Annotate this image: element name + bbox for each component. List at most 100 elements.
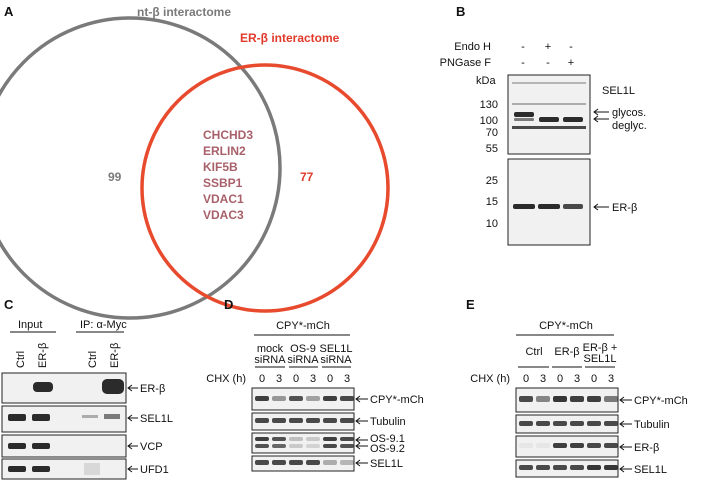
blot-c-vcp [1,434,127,458]
blot-band [553,396,567,402]
mw-markers-bottom: 25 15 10 [486,175,498,230]
time-label: 3 [276,373,282,385]
blot-band [604,396,618,402]
ip-header: IP: α-Myc [80,319,127,331]
target-label: ER-β [634,442,659,454]
blot-band [306,460,320,465]
time-label: 3 [344,373,350,385]
blot-band [570,396,584,402]
time-label: 0 [557,373,563,385]
arrow-icon [355,436,368,444]
blot-band [255,437,269,441]
blot-band [272,437,286,441]
bands-e [519,396,618,470]
blot-band [536,396,550,402]
blot-band [519,465,533,470]
group-label: siRNA [287,354,319,366]
arrow-icon [619,396,632,404]
group-label: ER-β + [583,342,618,354]
times-d: 0 3 0 3 0 3 [259,373,350,385]
blot-band [272,460,286,465]
venn-title-er-beta: ER-β interactome [240,31,340,45]
blot-band [570,421,584,426]
group-label: SEL1L [319,343,352,355]
mw-marker: 100 [480,115,498,127]
sign: - [521,57,525,69]
target-label: VCP [140,441,163,453]
blot-band [323,396,337,401]
overlap-protein: VDAC1 [203,192,244,206]
lane-label: Ctrl [87,351,99,368]
overlap-protein: VDAC3 [203,208,244,222]
blot-band [306,437,320,441]
venn-count-right: 77 [300,170,314,184]
blot-band [587,396,601,402]
mw-marker: 15 [486,196,498,208]
lane-label: Ctrl [15,351,27,368]
target-label: ER-β [140,383,165,395]
arrow-icon [619,443,632,451]
arrow-icon [127,384,138,392]
mw-markers-top: 130 100 70 55 [480,99,498,155]
treatment-signs: - + - - - + [521,41,574,69]
panel-b-label: B [456,4,465,19]
arrow-icon [355,442,368,450]
overlap-protein: CHCHD3 [203,128,253,142]
bands-d [255,396,354,465]
group-label: SEL1L [583,353,616,365]
group-label: siRNA [254,354,286,366]
time-label: 3 [574,373,580,385]
arrow-icon [619,465,632,473]
mw-marker: 130 [480,99,498,111]
blot-band [604,421,618,426]
blot-d-tubulin [251,412,355,431]
blot-c-ufd1 [1,458,127,480]
panel-d-label: D [224,297,233,312]
group-label: OS-9 [290,343,316,355]
blot-band [255,418,269,423]
arrow-icon [619,420,632,428]
blot-band [323,444,337,448]
time-label: 3 [540,373,546,385]
glycos-label: glycos. [612,107,646,119]
cpy-header-d: CPY*-mCh [276,320,330,332]
lanes-c: Ctrl ER-β Ctrl ER-β [15,343,121,368]
target-label: SEL1L [370,458,403,470]
panel-c-label: C [4,297,14,312]
blot-band [519,443,533,448]
blot-band [536,443,550,448]
blot-band [289,396,303,401]
deglyc-label: deglyc. [612,120,647,132]
time-label: 0 [591,373,597,385]
blot-band [289,444,303,448]
time-label: 3 [310,373,316,385]
input-header: Input [18,319,42,331]
groups-d: mock siRNA OS-9 siRNA SEL1L siRNA [254,343,352,366]
blot-band [289,437,303,441]
venn-count-left: 99 [108,170,122,184]
blot-band [323,418,337,423]
arrow-icon [593,203,609,211]
arrows-d [355,395,368,467]
sign: - [569,41,573,53]
sign: - [546,57,550,69]
bands-b [512,82,586,209]
blot-band [340,396,354,401]
blot-band [306,418,320,423]
blot-band [306,396,320,401]
mw-marker: 10 [486,218,498,230]
arrows-b [593,108,609,211]
group-label: siRNA [320,354,352,366]
arrow-icon [127,442,138,450]
mw-marker: 55 [486,143,498,155]
targets-d: CPY*-mCh Tubulin OS-9.1 OS-9.2 SEL1L [370,394,424,470]
chx-label-e: CHX (h) [470,373,510,385]
blot-band [570,465,584,470]
blot-band [536,465,550,470]
blot-band [553,443,567,448]
blot-band [306,444,320,448]
overlap-protein: ERLIN2 [203,144,246,158]
target-label: UFD1 [140,464,169,476]
blot-band [587,443,601,448]
